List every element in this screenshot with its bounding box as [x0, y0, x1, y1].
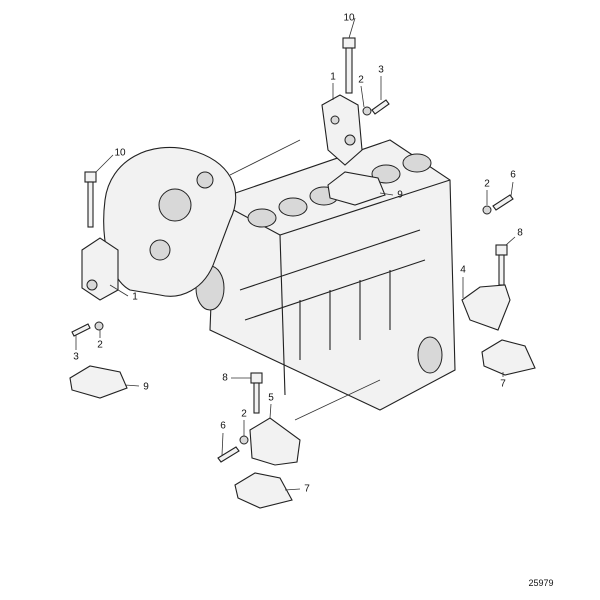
callout-2: 2 — [241, 408, 247, 420]
callout-1: 1 — [132, 291, 138, 303]
callout-2: 2 — [484, 178, 490, 190]
callout-6: 6 — [510, 169, 516, 181]
callout-2: 2 — [97, 339, 103, 351]
bolt-3 — [371, 99, 390, 115]
callout-9: 9 — [143, 381, 149, 393]
callout-3: 3 — [73, 351, 79, 363]
callout-5: 5 — [268, 392, 274, 404]
rear-right-mount-assembly — [461, 194, 536, 376]
front-right-mount-assembly — [229, 37, 390, 206]
bolt-10-head — [342, 37, 356, 49]
callout-7: 7 — [304, 483, 310, 495]
callout-7: 7 — [500, 378, 506, 390]
engine-block — [195, 139, 456, 411]
callout-9: 9 — [397, 189, 403, 201]
rear-left-mount-assembly — [217, 372, 381, 509]
flywheel-housing — [103, 146, 237, 297]
washer-2 — [362, 106, 372, 116]
callout-3: 3 — [378, 64, 384, 76]
callout-1: 1 — [330, 71, 336, 83]
bolt-10-shank — [345, 47, 353, 94]
callout-8: 8 — [517, 227, 523, 239]
callout-4: 4 — [460, 264, 466, 276]
callout-2: 2 — [358, 74, 364, 86]
callout-10: 10 — [114, 147, 126, 159]
bracket-1 — [321, 94, 363, 166]
callout-leaders — [75, 17, 516, 491]
callout-8: 8 — [222, 372, 228, 384]
callout-6: 6 — [220, 420, 226, 432]
mount-9 — [327, 171, 386, 206]
front-left-mount-assembly — [69, 171, 128, 399]
callout-10: 10 — [343, 12, 355, 24]
diagram-reference-number: 25979 — [528, 578, 554, 588]
